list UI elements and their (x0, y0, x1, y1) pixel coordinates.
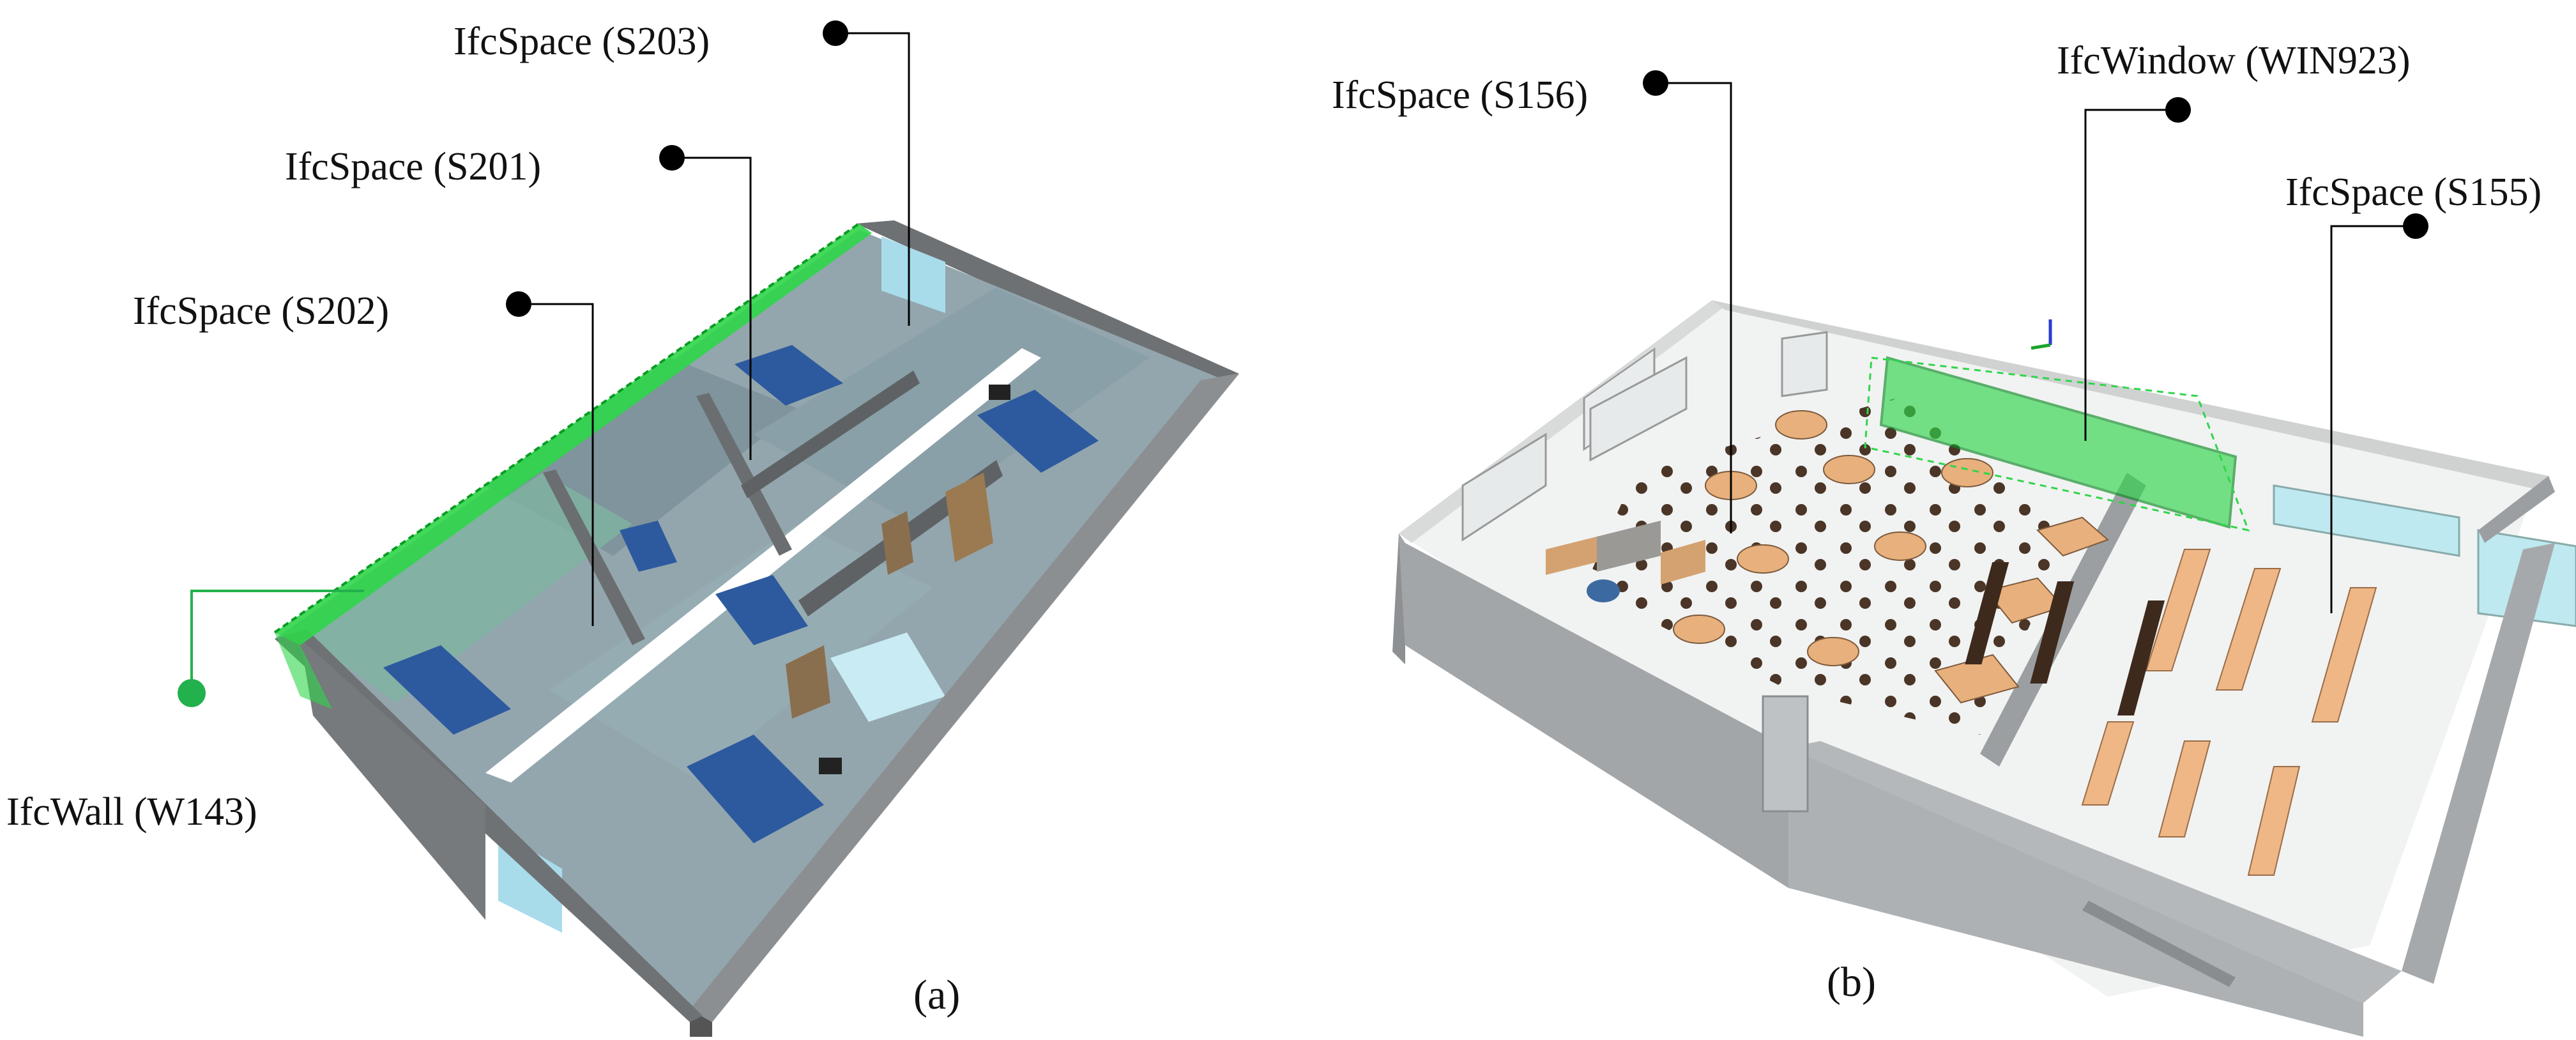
panel-b-callouts (1643, 70, 2428, 613)
panel-b-desks (2081, 549, 2377, 876)
caption-panel-a: (a) (913, 972, 961, 1018)
panel-a-corridor (485, 348, 1041, 783)
panel-a-model (273, 220, 1239, 1037)
panel-b-square-tables (1934, 516, 2109, 704)
panel-a-bed-3 (977, 390, 1099, 473)
panel-a-callouts (178, 20, 910, 707)
label-ifcspace-s202: IfcSpace (S202) (133, 289, 390, 333)
panel-b-round-tables (1673, 410, 1993, 666)
label-ifcspace-s203: IfcSpace (S203) (453, 20, 710, 63)
panel-a-bed-1 (383, 645, 511, 735)
panel-a-bed-2 (687, 735, 824, 843)
panel-b-model (1392, 300, 2576, 1037)
panel-b-window-win923 (1879, 356, 2237, 529)
caption-panel-b: (b) (1827, 959, 1876, 1006)
label-ifcwindow-win923: IfcWindow (WIN923) (2057, 39, 2411, 82)
label-ifcspace-s155: IfcSpace (S155) (2285, 171, 2542, 214)
label-ifcspace-s156: IfcSpace (S156) (1332, 73, 1589, 117)
label-ifcwall-w143: IfcWall (W143) (6, 790, 257, 834)
label-ifcspace-s201: IfcSpace (S201) (285, 145, 542, 188)
panel-a-wall-w143 (275, 224, 872, 645)
